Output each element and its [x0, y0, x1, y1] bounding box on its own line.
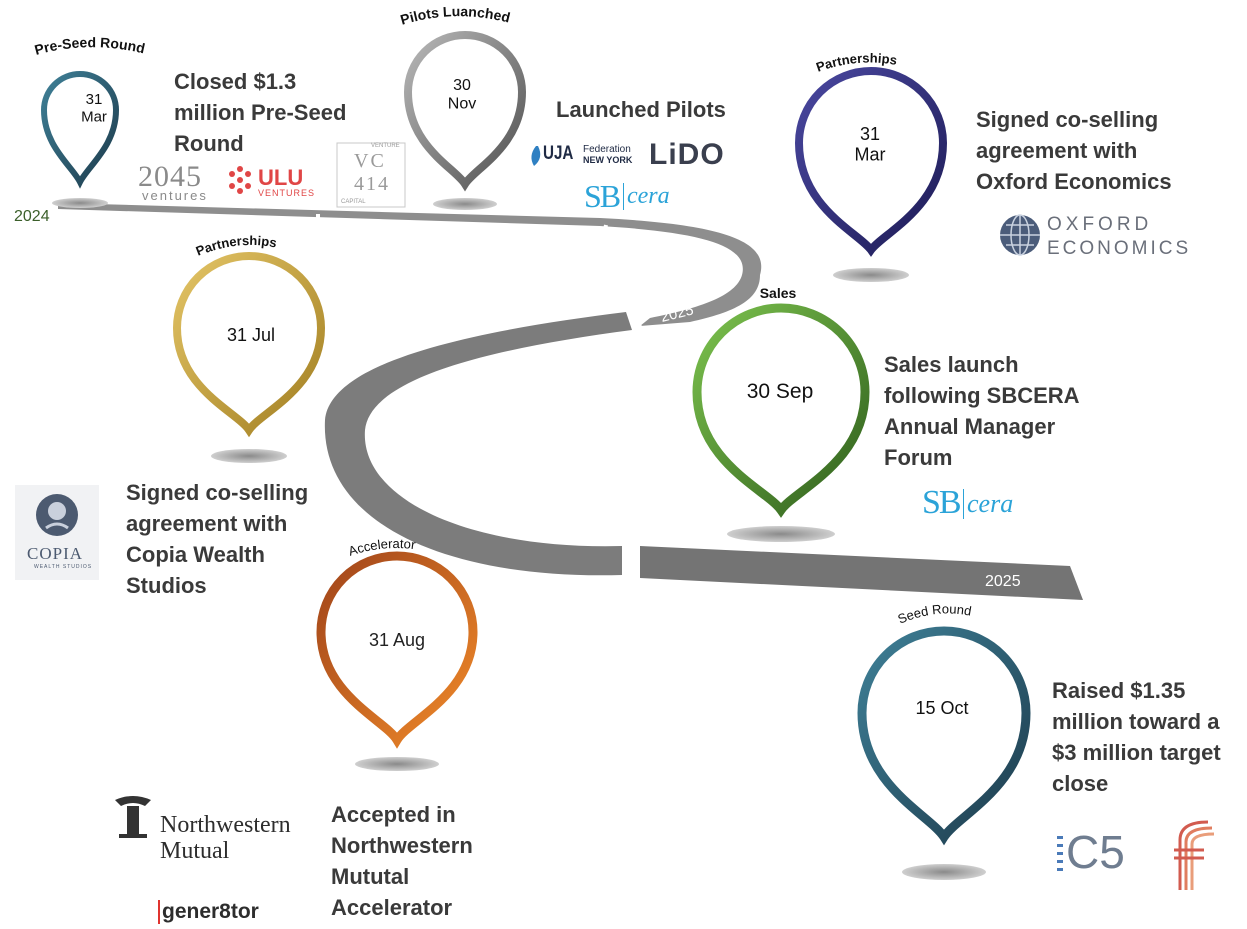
road-segment-bottom — [640, 546, 1083, 600]
pin-seed — [857, 626, 1031, 880]
milestone-description-oxford: Signed co-selling agreement with Oxford … — [976, 107, 1172, 194]
year-label-2025-end: 2025 — [985, 573, 1021, 590]
ulu-logo-icon — [229, 166, 251, 194]
logo-copia: COPIA — [27, 544, 84, 563]
pin-date-line: Mar — [81, 108, 107, 125]
logo-vc: VC — [354, 150, 386, 172]
logo-ulu-ventures: VENTURES — [258, 188, 316, 198]
logo-2045: 2045 — [138, 160, 202, 193]
pin-date-line: Nov — [448, 95, 476, 112]
road-segment-top — [58, 203, 762, 326]
milestone-description-preseed: Closed $1.3 million Pre-Seed Round — [174, 69, 347, 156]
logo-uja-new-york: NEW YORK — [583, 155, 633, 165]
pin-date-line: 31 Aug — [369, 630, 425, 650]
uja-flame-icon — [531, 146, 541, 166]
milestone-description-accelerator: Accepted in Northwestern Mututal Acceler… — [331, 802, 473, 920]
pin-preseed — [40, 71, 120, 208]
category-label-seed: Seed Round — [896, 601, 973, 626]
logo-414: 414 — [354, 173, 390, 195]
logo-sbcera-pilots-sb: SB — [584, 178, 621, 214]
logo-sbcera-sales-cera: cera — [963, 489, 1013, 519]
year-label-2025-mid: 2025 — [659, 301, 695, 326]
logo-gener8tor: gener8tor — [158, 900, 259, 924]
logo-oxford: OXFORD — [1047, 214, 1153, 235]
milestone-description-pilots: Launched Pilots — [556, 97, 726, 122]
svg-text:Pre-Seed Round: Pre-Seed Round — [33, 34, 147, 58]
vc414-logo-frame — [336, 142, 406, 208]
pin-date-sales: 30 Sep — [747, 380, 814, 403]
pin-date-line: 30 Sep — [747, 380, 814, 403]
logo-sbcera-pilots-cera: cera — [623, 183, 670, 210]
category-label-sales: Sales — [760, 285, 797, 301]
category-label-preseed: Pre-Seed Round — [33, 34, 147, 58]
svg-text:Pilots Luanched: Pilots Luanched — [398, 3, 511, 28]
pin-copia — [172, 252, 326, 463]
pin-date-line: 30 — [453, 77, 471, 94]
year-label-2024: 2024 — [14, 208, 50, 225]
logo-mutual: Mutual — [160, 838, 230, 864]
milestone-description-sales: Sales launch following SBCERA Annual Man… — [884, 352, 1080, 470]
logo-uja: UJA — [543, 143, 574, 164]
pin-oxford — [794, 67, 948, 282]
logo-copia-wealth-studios: WEALTH STUDIOS — [34, 564, 93, 570]
logo-2045-ventures: ventures — [142, 188, 208, 203]
pin-date-line: 31 — [860, 124, 880, 144]
pin-sales — [692, 303, 870, 542]
logo-uja-federation: Federation — [583, 144, 631, 155]
pin-date-line: Mar — [855, 145, 886, 165]
logo-vc414-capital: CAPITAL — [341, 199, 366, 205]
logo-ulu: ULU — [258, 165, 304, 190]
pin-date-line: 15 Oct — [915, 698, 968, 718]
copia-bust-icon — [15, 485, 99, 580]
timeline-road — [58, 203, 1083, 600]
svg-text:Seed Round: Seed Round — [896, 601, 973, 626]
logo-economics: ECONOMICS — [1047, 238, 1192, 259]
logo-lido: LiDO — [649, 138, 725, 171]
road-segment-mid — [324, 312, 632, 576]
pin-pilots — [403, 31, 527, 210]
pin-date-copia: 31 Jul — [227, 325, 275, 345]
milestone-description-copia: Signed co-selling agreement with Copia W… — [126, 480, 309, 598]
pin-date-line: 31 — [86, 91, 103, 108]
logo-northwestern: Northwestern — [160, 812, 291, 838]
northwestern-mutual-icon — [115, 796, 151, 838]
pin-accelerator — [316, 551, 478, 771]
c5-bars-icon — [1057, 836, 1063, 871]
pin-date-seed: 15 Oct — [915, 698, 968, 718]
pin-date-line: 31 Jul — [227, 325, 275, 345]
category-label-pilots: Pilots Luanched — [398, 3, 511, 28]
logo-c5: C5 — [1066, 826, 1125, 878]
milestone-description-seed: Raised $1.35 million toward a $3 million… — [1052, 678, 1221, 796]
pin-date-accelerator: 31 Aug — [369, 630, 425, 650]
logo-sbcera-sales-sb: SB — [922, 484, 962, 521]
logo-vc414-venture: VENTURE — [371, 143, 400, 149]
oxford-globe-icon — [1000, 214, 1040, 256]
f-stripes-logo-icon — [1174, 820, 1215, 890]
